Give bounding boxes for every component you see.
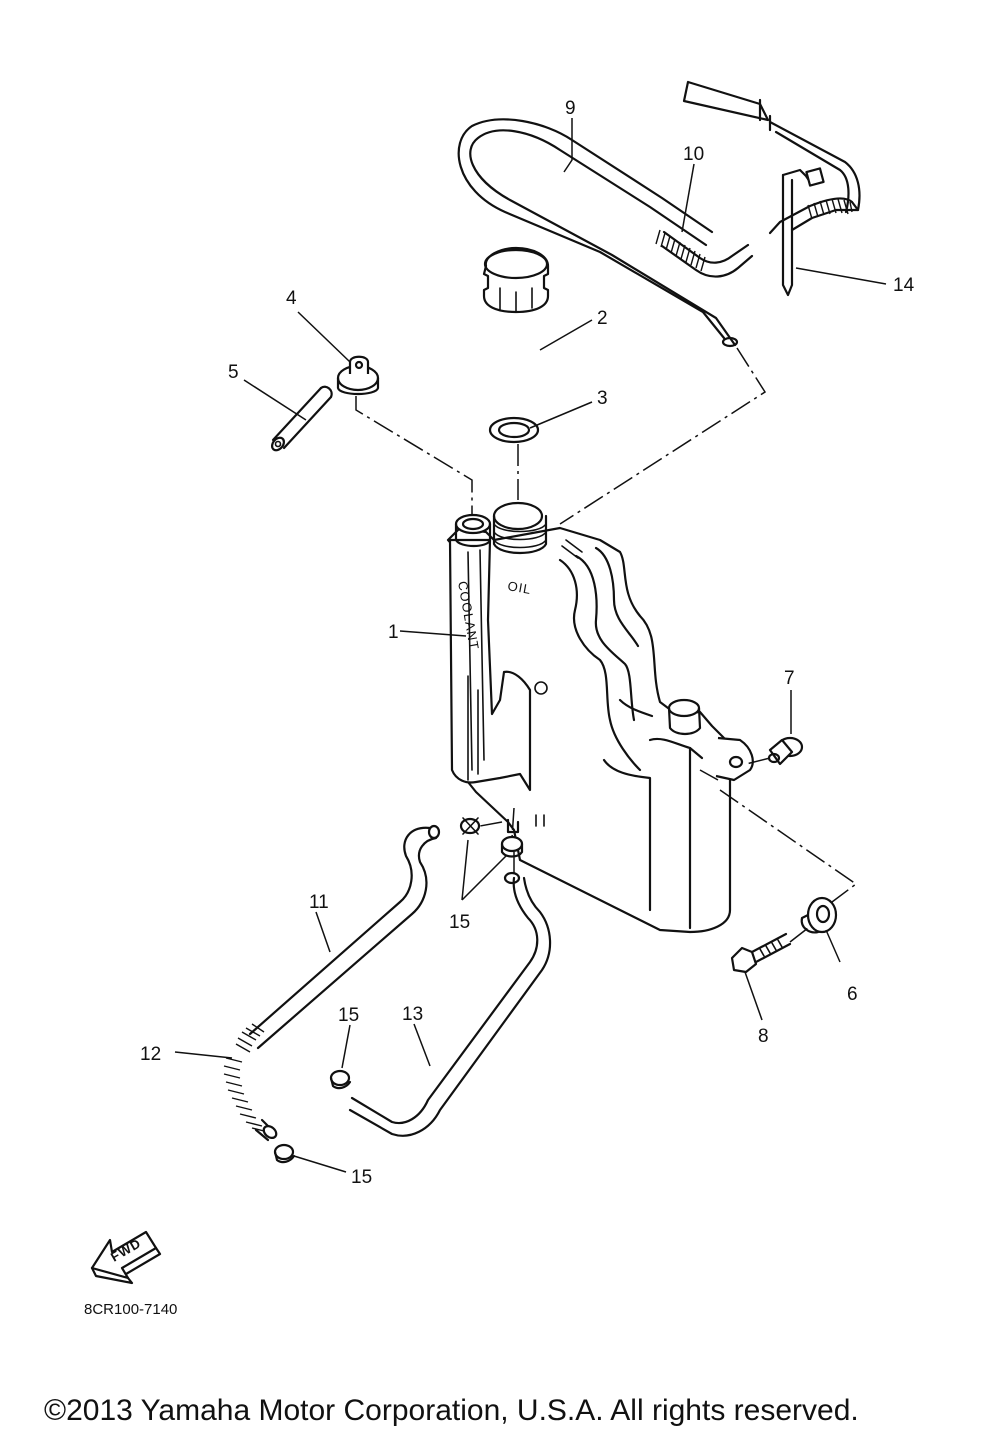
callout-10: 10 (683, 144, 704, 165)
oil-label: OIL (506, 578, 532, 597)
bolt-7 (767, 736, 804, 766)
clamp-15-mid (329, 1069, 352, 1090)
diagram-code: 8CR100-7140 (84, 1301, 177, 1318)
callout-11: 11 (309, 892, 329, 913)
callout-4: 4 (286, 288, 297, 309)
reservoir-tank-1 (446, 501, 754, 934)
callout-6: 6 (847, 984, 858, 1005)
callout-7: 7 (784, 668, 795, 689)
clamp-15-lower (273, 1143, 296, 1164)
callout-13: 13 (402, 1004, 423, 1025)
gasket-3 (488, 416, 540, 444)
hose-10 (655, 80, 861, 278)
callout-15-b: 15 (338, 1005, 359, 1026)
copyright-notice: ©2013 Yamaha Motor Corporation, U.S.A. A… (44, 1394, 859, 1427)
callout-1: 1 (388, 622, 399, 643)
callout-15-a: 15 (449, 912, 470, 933)
callout-2: 2 (597, 308, 608, 329)
hose-11 (248, 824, 441, 1050)
forward-arrow: FWD (90, 1230, 162, 1285)
bolt-8 (730, 932, 792, 974)
grommet-6 (800, 896, 838, 934)
cap-2 (482, 246, 550, 314)
plug-4 (336, 355, 380, 396)
clamp-15-upper (459, 817, 524, 858)
spring-12 (223, 1023, 278, 1142)
hose-13 (348, 871, 552, 1137)
breather-hose-9 (457, 118, 739, 348)
callout-12: 12 (140, 1044, 161, 1065)
callout-8: 8 (758, 1026, 769, 1047)
holder-14 (781, 167, 825, 297)
pipe-5 (270, 385, 333, 452)
callout-9: 9 (565, 98, 576, 119)
callout-5: 5 (228, 362, 239, 383)
assembly-lines (355, 347, 858, 943)
callout-14: 14 (893, 275, 915, 296)
leader-lines (174, 118, 887, 1173)
callout-15-c: 15 (351, 1167, 372, 1188)
callout-3: 3 (597, 388, 608, 409)
